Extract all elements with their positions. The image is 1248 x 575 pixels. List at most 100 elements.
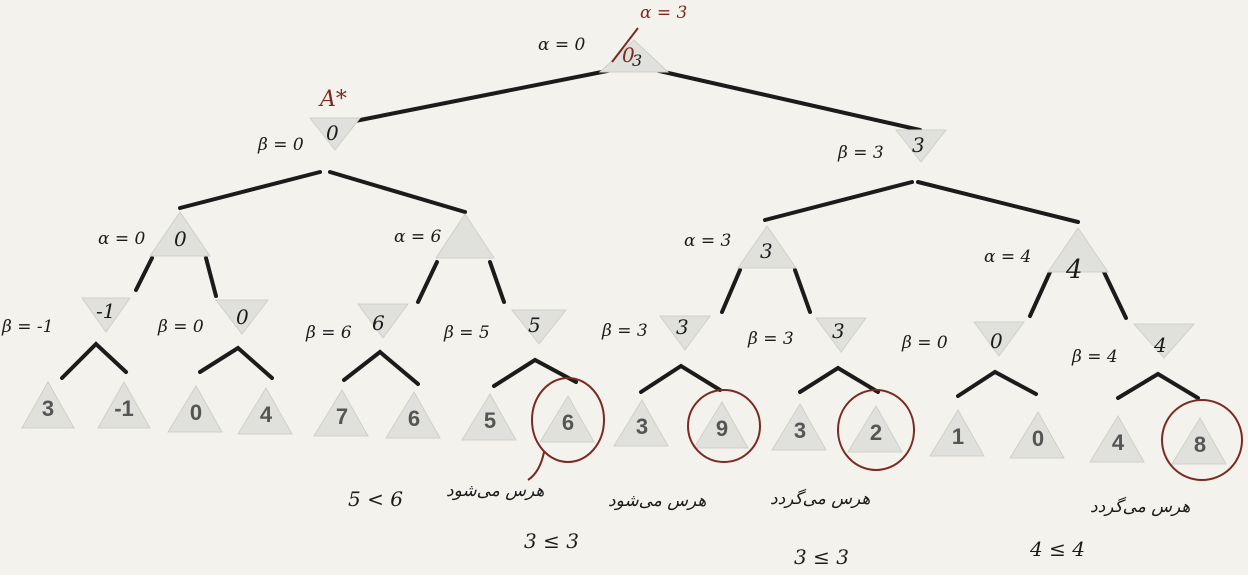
edge-a-c1 (178, 170, 322, 210)
edge-m2 (198, 345, 274, 380)
pruned-circle-leaf-11 (837, 389, 915, 471)
edge-c3-l (720, 268, 742, 314)
m2-value: 0 (236, 305, 249, 329)
m2-min-node (214, 299, 270, 335)
note-3-text: هرس می‌گردد (770, 488, 870, 509)
leaf-tri-8 (613, 399, 669, 447)
c1-value: 0 (174, 227, 187, 251)
m2-beta-annotation: β = 0 (157, 317, 204, 337)
leaf-value: 0 (190, 400, 202, 425)
c2-alpha-annotation: α = 6 (394, 227, 442, 247)
a-value: 0 (326, 121, 339, 145)
leaf-values: 3 -1 0 4 7 6 5 6 3 9 3 2 1 0 4 8 (42, 396, 1206, 457)
leaf-tri-9 (693, 401, 749, 449)
c4-value: 4 (1065, 255, 1083, 285)
a-beta-annotation: β = 0 (257, 135, 304, 155)
root-struck-value: 0 (622, 43, 635, 67)
leaf-tri-1 (97, 380, 151, 429)
edge-m8 (1116, 371, 1200, 400)
root-alpha-updated: α = 3 (640, 3, 687, 23)
note-4-comparison: 4 ≤ 4 (1029, 537, 1085, 561)
b-min-node (894, 129, 948, 163)
m4-min-node (510, 309, 568, 345)
leaf-value: 6 (408, 406, 420, 431)
root-value: 3 (632, 51, 642, 70)
m5-beta-annotation: β = 3 (601, 321, 648, 341)
b-value: 3 (912, 133, 925, 157)
edge-c2-l (416, 260, 439, 304)
edge-c1-l (134, 256, 154, 292)
edge-b-c3 (763, 180, 914, 222)
leaf-value: 0 (1032, 426, 1044, 451)
c3-alpha-annotation: α = 3 (684, 231, 731, 251)
note-1-comparison: 5 < 6 (348, 487, 403, 511)
m8-value: 4 (1153, 333, 1167, 357)
edge-m6 (798, 365, 880, 394)
leaf-value: 2 (870, 420, 882, 445)
node-shapes (21, 39, 1227, 465)
leaf-tri-5 (385, 391, 441, 439)
m1-beta-annotation: β = -1 (1, 317, 53, 337)
m4-value: 5 (528, 313, 541, 337)
leaf-tri-13 (1009, 411, 1065, 459)
leaf-value: -1 (114, 396, 134, 421)
b-beta-annotation: β = 3 (837, 143, 884, 163)
m4-beta-annotation: β = 5 (443, 323, 490, 343)
m8-beta-annotation: β = 4 (1071, 347, 1118, 367)
leaf-tri-4 (313, 389, 369, 437)
edge-a-c2 (328, 170, 467, 214)
edge-m1 (60, 341, 128, 380)
m6-min-node (815, 317, 867, 353)
c3-value: 3 (760, 239, 773, 263)
edge-c2-r (488, 260, 506, 304)
alpha-beta-annotations: α = 0 α = 3 A* β = 0 β = 3 α = 0 α = 6 α… (1, 3, 1118, 367)
c4-max-node (1047, 227, 1109, 273)
note-4-text: هرس می‌گردد (1090, 496, 1190, 517)
edge-c1-r (204, 256, 218, 298)
m6-value: 3 (832, 319, 845, 343)
pruned-circles (531, 377, 1243, 481)
leaf-value: 4 (1112, 430, 1125, 455)
leaf-value: 1 (952, 424, 964, 449)
note-1-text: هرس می‌شود (446, 481, 544, 501)
edge-root-a (348, 68, 614, 124)
edge-m4 (492, 357, 578, 388)
edge-c4-r (1102, 270, 1128, 320)
edge-m3 (342, 349, 420, 386)
root-alpha-initial: α = 0 (538, 35, 586, 55)
pruned-circle-leaf-15 (1161, 399, 1243, 481)
leaf-tri-3 (237, 387, 293, 435)
leaf-tri-12 (929, 409, 985, 457)
a-star-label: A* (318, 87, 347, 112)
arrow-to-note-1 (527, 451, 545, 481)
c1-alpha-annotation: α = 0 (98, 229, 146, 249)
m8-min-node (1132, 323, 1196, 359)
m3-min-node (357, 303, 409, 339)
edge-root-b (653, 68, 922, 132)
leaf-tri-2 (167, 385, 223, 433)
edge-m5 (639, 363, 722, 394)
leaf-value: 8 (1194, 432, 1206, 457)
leaf-value: 4 (260, 402, 273, 427)
leaf-value: 9 (716, 416, 728, 441)
leaf-value: 3 (636, 414, 648, 439)
c3-max-node (737, 225, 797, 269)
leaf-tri-14 (1089, 415, 1145, 463)
m3-beta-annotation: β = 6 (305, 323, 352, 343)
leaf-tri-7 (539, 395, 595, 443)
m7-value: 0 (990, 329, 1003, 353)
leaf-value: 5 (484, 408, 496, 433)
m3-value: 6 (372, 311, 385, 335)
c1-max-node (149, 211, 211, 257)
note-3-comparison: 3 ≤ 3 (794, 545, 849, 569)
leaf-tri-0 (21, 380, 75, 429)
c2-max-node (435, 213, 495, 259)
pruning-notes: هرس می‌شود 5 < 6 هرس می‌شود 3 ≤ 3 هرس می… (348, 481, 1190, 569)
edge-b-c4 (916, 180, 1080, 224)
leaf-value: 7 (336, 404, 348, 429)
m1-min-node (81, 297, 131, 333)
m7-beta-annotation: β = 0 (901, 333, 948, 353)
m5-min-node (659, 315, 711, 351)
m6-beta-annotation: β = 3 (747, 329, 794, 349)
